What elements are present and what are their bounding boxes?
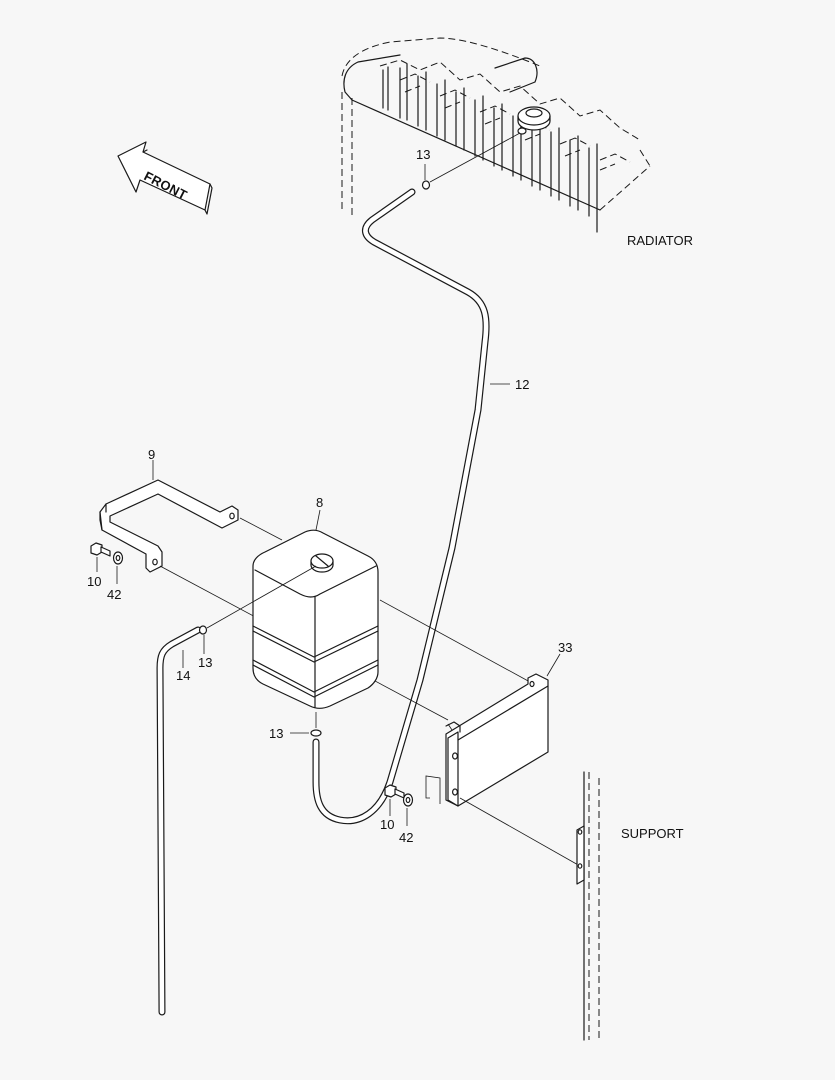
hose-14 [156,626,202,1016]
part-12-label: 12 [515,377,529,392]
washer-42-right [402,793,414,826]
clamp-13-top [421,132,521,190]
bracket-33 [425,653,581,867]
part-10-left-label: 10 [87,574,101,589]
part-9-label: 9 [148,447,155,462]
part-13-mid-label: 13 [198,655,212,670]
part-42-left-label: 42 [107,587,121,602]
washer-42-left [112,551,124,584]
part-13-top-label: 13 [416,147,430,162]
radiator [341,37,651,233]
part-42-right-label: 42 [399,830,413,845]
bolt-10-left [90,542,111,572]
part-10-right-label: 10 [380,817,394,832]
reservoir-tank-8 [252,509,531,709]
clamp-13-mid [198,565,317,654]
part-13-bottom-label: 13 [269,726,283,741]
part-14-label: 14 [176,668,190,683]
support-label: SUPPORT [621,826,684,841]
clamp-13-bottom [290,712,322,737]
bolt-10-right [384,784,405,816]
hose-12 [312,188,510,825]
radiator-label: RADIATOR [627,233,693,248]
front-arrow: FRONT [117,141,213,215]
support [576,771,600,1041]
part-8-label: 8 [316,495,323,510]
part-33-label: 33 [558,640,572,655]
